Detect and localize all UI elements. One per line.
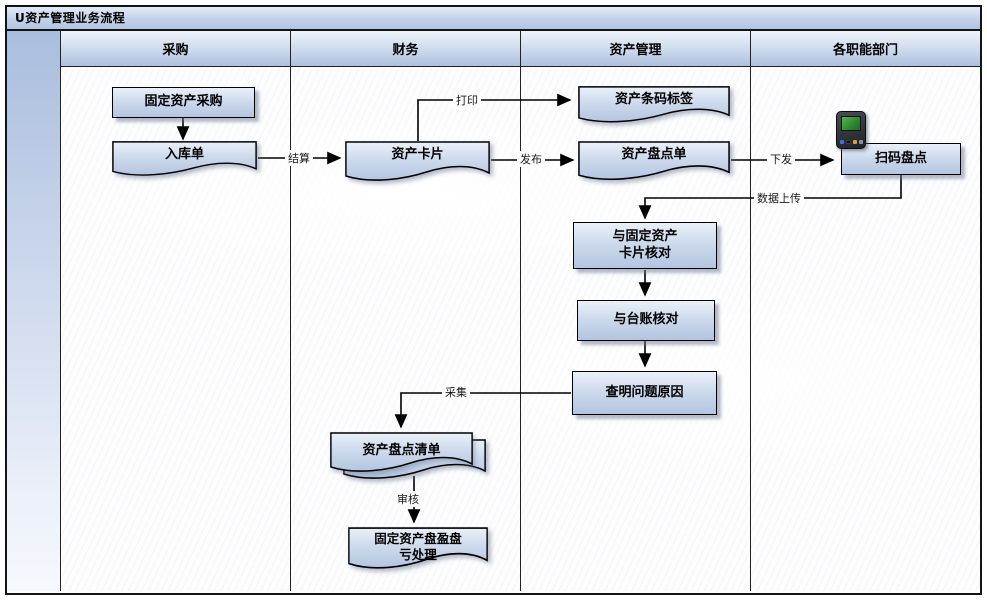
node-label: 查明问题原因 xyxy=(605,384,684,400)
node-label: 固定资产盘盈盘亏处理 xyxy=(374,531,462,562)
node-label: 扫码盘点 xyxy=(874,150,927,166)
node-label: 入库单 xyxy=(164,147,204,162)
document-shape xyxy=(345,141,490,181)
node-label: 资产卡片 xyxy=(391,147,444,162)
edge-label-publish: 发布 xyxy=(517,151,545,167)
pda-screen xyxy=(841,116,861,131)
pda-keys xyxy=(840,134,864,144)
edge-label-review: 审核 xyxy=(394,491,422,507)
lane-header-finance: 财务 xyxy=(291,31,521,66)
node-asset-barcode-label: 资产条码标签 xyxy=(578,86,730,128)
lane-header-row: 采购 财务 资产管理 各职能部门 xyxy=(61,31,980,67)
lane-body-procurement xyxy=(61,67,291,591)
edge-label-dispatch: 下发 xyxy=(767,151,795,167)
node-identify-cause: 查明问题原因 xyxy=(572,371,717,415)
node-label: 与固定资产卡片核对 xyxy=(612,229,678,261)
lane-body-asset-management xyxy=(521,67,751,591)
node-check-asset-card: 与固定资产卡片核对 xyxy=(573,222,717,269)
node-check-ledger: 与台账核对 xyxy=(577,300,715,341)
diagram-title: U资产管理业务流程 xyxy=(7,7,980,31)
node-fixed-asset-purchase: 固定资产采购 xyxy=(112,87,255,118)
node-label: 资产盘点单 xyxy=(621,147,687,162)
edge-label-collect: 采集 xyxy=(442,384,470,400)
pda-scanner-icon xyxy=(836,111,866,149)
lane-body-finance xyxy=(291,67,521,591)
document-shape xyxy=(112,141,257,176)
node-asset-count-sheet: 资产盘点单 xyxy=(578,141,730,186)
node-asset-card: 资产卡片 xyxy=(345,141,490,187)
lane-header-departments: 各职能部门 xyxy=(751,31,980,66)
node-count-list: 资产盘点清单 xyxy=(330,432,488,486)
side-strip xyxy=(7,31,61,591)
node-label: 与台账核对 xyxy=(613,312,679,328)
node-label: 资产条码标签 xyxy=(614,92,693,107)
node-label: 固定资产采购 xyxy=(144,94,223,110)
document-shape xyxy=(578,141,730,180)
node-label: 资产盘点清单 xyxy=(362,443,441,458)
node-warehouse-receipt: 入库单 xyxy=(112,141,257,181)
edge-label-settle: 结算 xyxy=(285,150,313,166)
document-shape-front xyxy=(330,432,473,472)
lane-header-procurement: 采购 xyxy=(61,31,291,66)
document-shape xyxy=(348,527,488,569)
edge-label-data-upload: 数据上传 xyxy=(754,190,804,206)
edge-label-print: 打印 xyxy=(453,92,481,108)
node-surplus-deficit: 固定资产盘盈盘亏处理 xyxy=(348,527,488,575)
lane-header-asset-management: 资产管理 xyxy=(521,31,751,66)
document-shape xyxy=(578,86,730,123)
